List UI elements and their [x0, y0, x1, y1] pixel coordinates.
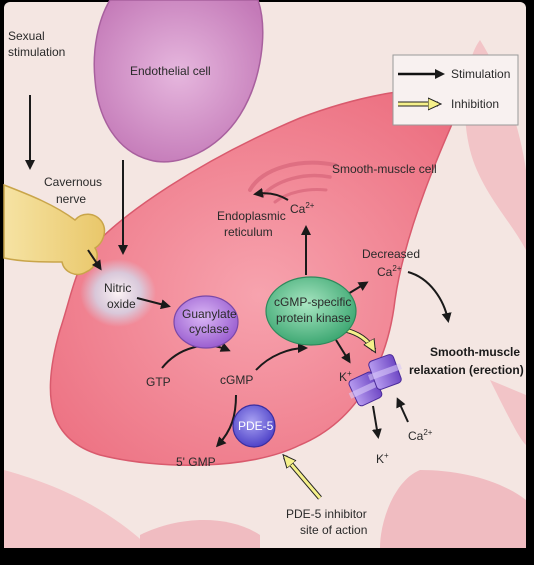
arrow-ca-in: [396, 397, 409, 423]
legend-stimulation-label: Stimulation: [451, 67, 510, 81]
arrow-gtp-to-cgmp: [161, 342, 231, 369]
legend-inhibition-label: Inhibition: [451, 97, 499, 111]
pde5-enzyme: [232, 404, 276, 448]
label-guanylate: Guanylate: [182, 307, 237, 321]
arrow-cgmp-to-gmp: [215, 394, 237, 448]
endothelial-cell: [93, 0, 264, 163]
label-sexual: Sexual: [8, 29, 45, 43]
label-pde5-inhibitor: PDE-5 inhibitor: [286, 507, 367, 521]
label-nitric: Nitric: [104, 281, 131, 295]
label-site-of-action: site of action: [300, 523, 367, 537]
potassium-channel: [348, 371, 383, 407]
arrow-kinase-to-k-channel: [335, 339, 351, 364]
label-ca-channel: Ca2+: [408, 428, 433, 443]
bg-cell-edge: [490, 380, 526, 445]
label-cgmp: cGMP: [220, 373, 253, 387]
bg-cell-bottom-left: [4, 470, 150, 548]
label-protein-kinase: protein kinase: [276, 311, 351, 325]
label-pde5: PDE-5: [238, 419, 274, 433]
label-reticulum: reticulum: [224, 225, 273, 239]
nitric-oxide-glow: [80, 259, 156, 327]
label-smooth-muscle-relax: Smooth-muscle: [430, 345, 520, 359]
bg-cell-bottom-right: [380, 470, 526, 548]
label-cyclase: cyclase: [189, 322, 229, 336]
label-ca-er: Ca2+: [290, 201, 315, 216]
arrow-ca-to-er: [253, 187, 289, 201]
arrow-no-to-guanylate: [136, 297, 171, 310]
endoplasmic-reticulum-icon: [248, 160, 337, 204]
label-gtp: GTP: [146, 375, 171, 389]
label-ca-decreased: Ca2+: [377, 264, 402, 279]
label-endoplasmic: Endoplasmic: [217, 209, 286, 223]
bg-cell-bottom-mid: [140, 520, 260, 548]
cgmp-protein-kinase-enzyme: [265, 276, 357, 346]
label-k-top: K+: [339, 369, 352, 384]
legend: Stimulation Inhibition: [392, 54, 519, 126]
label-cgmp-specific: cGMP-specific: [274, 295, 351, 309]
label-relaxation-erection: relaxation (erection): [409, 363, 524, 377]
cavernous-nerve: [3, 183, 106, 276]
label-nerve: nerve: [56, 192, 86, 206]
legend-box: [392, 54, 519, 126]
label-k-bottom: K+: [376, 451, 389, 466]
arrow-k-out: [371, 405, 382, 439]
arrow-cgmp-to-kinase: [255, 343, 308, 371]
arrow-nerve-to-no: [87, 249, 102, 271]
label-endothelial-cell: Endothelial cell: [130, 64, 211, 78]
calcium-channel: [367, 354, 403, 390]
guanylate-cyclase-enzyme: [173, 295, 239, 349]
stimulation-arrows: [25, 95, 452, 448]
label-stimulation: stimulation: [8, 45, 65, 59]
arrow-decreased-ca-to-relaxation: [407, 271, 452, 323]
label-cavernous: Cavernous: [44, 175, 102, 189]
label-oxide: oxide: [107, 297, 136, 311]
label-5-gmp: 5' GMP: [176, 455, 216, 469]
inhibition-arrow-pde5-site: [285, 457, 322, 499]
label-decreased: Decreased: [362, 247, 420, 261]
smooth-muscle-cell: [49, 86, 470, 466]
label-smooth-muscle-cell: Smooth-muscle cell: [332, 162, 437, 176]
